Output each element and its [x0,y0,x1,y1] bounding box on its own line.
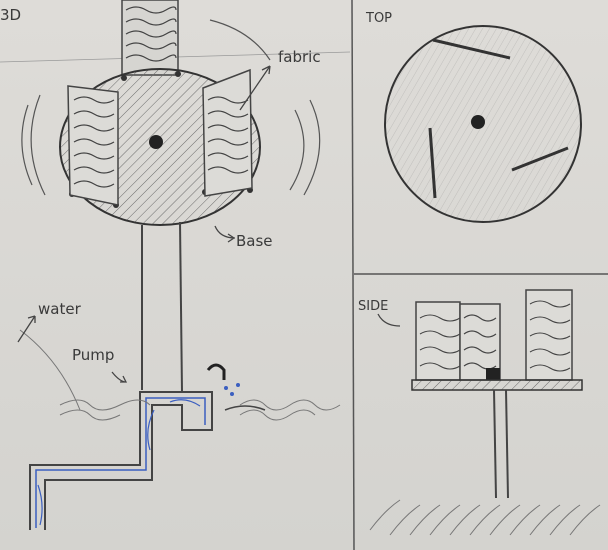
fabric-panel-top [121,0,179,76]
label-pump: Pump [72,346,114,364]
top-fabric-2 [428,127,437,199]
view-side: SIDE [358,289,601,536]
view-3d: 3D fabric Base water Pump [0,0,341,530]
label-fabric: fabric [278,48,321,66]
fabric-panel-left [67,85,119,206]
top-axle [471,115,485,129]
label-top: TOP [365,11,392,26]
view-top: TOP [365,11,582,223]
label-water: water [38,300,82,318]
label-side: SIDE [358,299,388,314]
fabric-panel-right [202,68,253,197]
faucet [206,363,226,380]
center-axle [149,135,163,149]
panel-divider-vertical [351,0,355,550]
water-flow [35,397,206,528]
top-fabric-3 [511,146,569,172]
pump-pipe [29,391,213,530]
label-3d: 3D [0,6,21,24]
top-fabric-1 [432,38,511,60]
side-base [411,379,583,391]
label-base: Base [236,232,273,250]
